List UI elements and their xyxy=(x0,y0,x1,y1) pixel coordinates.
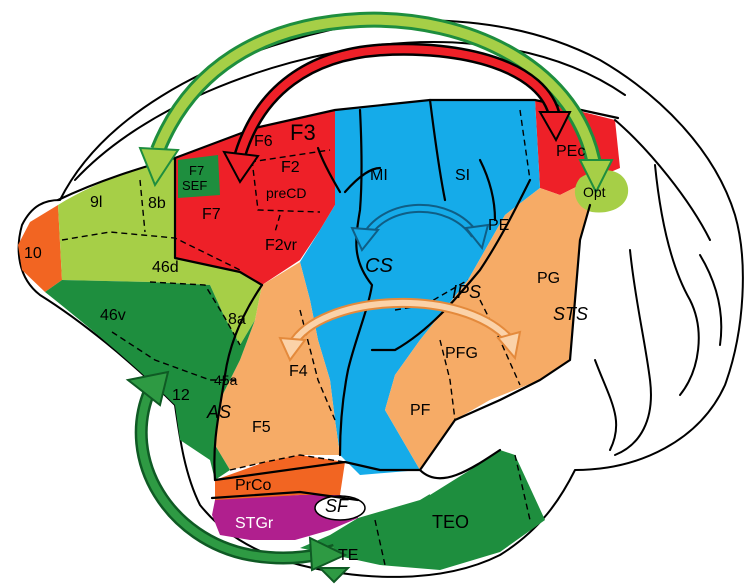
label-46d: 46d xyxy=(152,259,179,276)
label-pec: PEc xyxy=(556,143,585,160)
label-sef: SEF xyxy=(182,178,207,193)
label-f2: F2 xyxy=(281,159,300,176)
label-10: 10 xyxy=(24,245,42,262)
label-f4: F4 xyxy=(289,363,308,380)
label-opt: Opt xyxy=(583,184,606,200)
label-pe: PE xyxy=(488,217,509,234)
label-sf: SF xyxy=(325,496,349,516)
label-f7-small: F7 xyxy=(189,163,204,178)
label-46v: 46v xyxy=(100,307,126,324)
label-precd: preCD xyxy=(266,185,306,201)
label-12: 12 xyxy=(172,387,190,404)
label-45a: 45a xyxy=(214,372,238,388)
label-f6: F6 xyxy=(254,133,273,150)
label-8a: 8a xyxy=(228,311,246,328)
label-stgr: STGr xyxy=(235,515,274,532)
label-sts: STS xyxy=(553,304,588,324)
label-cs: CS xyxy=(365,255,393,277)
label-pfg: PFG xyxy=(445,345,478,362)
label-te: TE xyxy=(338,547,358,564)
label-pf: PF xyxy=(410,402,431,419)
label-ips: IPS xyxy=(452,282,481,302)
label-as: AS xyxy=(206,402,231,422)
label-prco: PrCo xyxy=(235,477,272,494)
label-pg: PG xyxy=(537,270,560,287)
label-8b: 8b xyxy=(148,195,166,212)
label-9l: 9l xyxy=(90,194,102,211)
label-f7: F7 xyxy=(202,206,221,223)
label-mi: MI xyxy=(370,167,388,184)
label-teo: TEO xyxy=(432,512,469,532)
label-f3: F3 xyxy=(290,120,316,145)
label-f5: F5 xyxy=(252,419,271,436)
label-f2vr: F2vr xyxy=(265,237,298,254)
label-si: SI xyxy=(455,167,470,184)
